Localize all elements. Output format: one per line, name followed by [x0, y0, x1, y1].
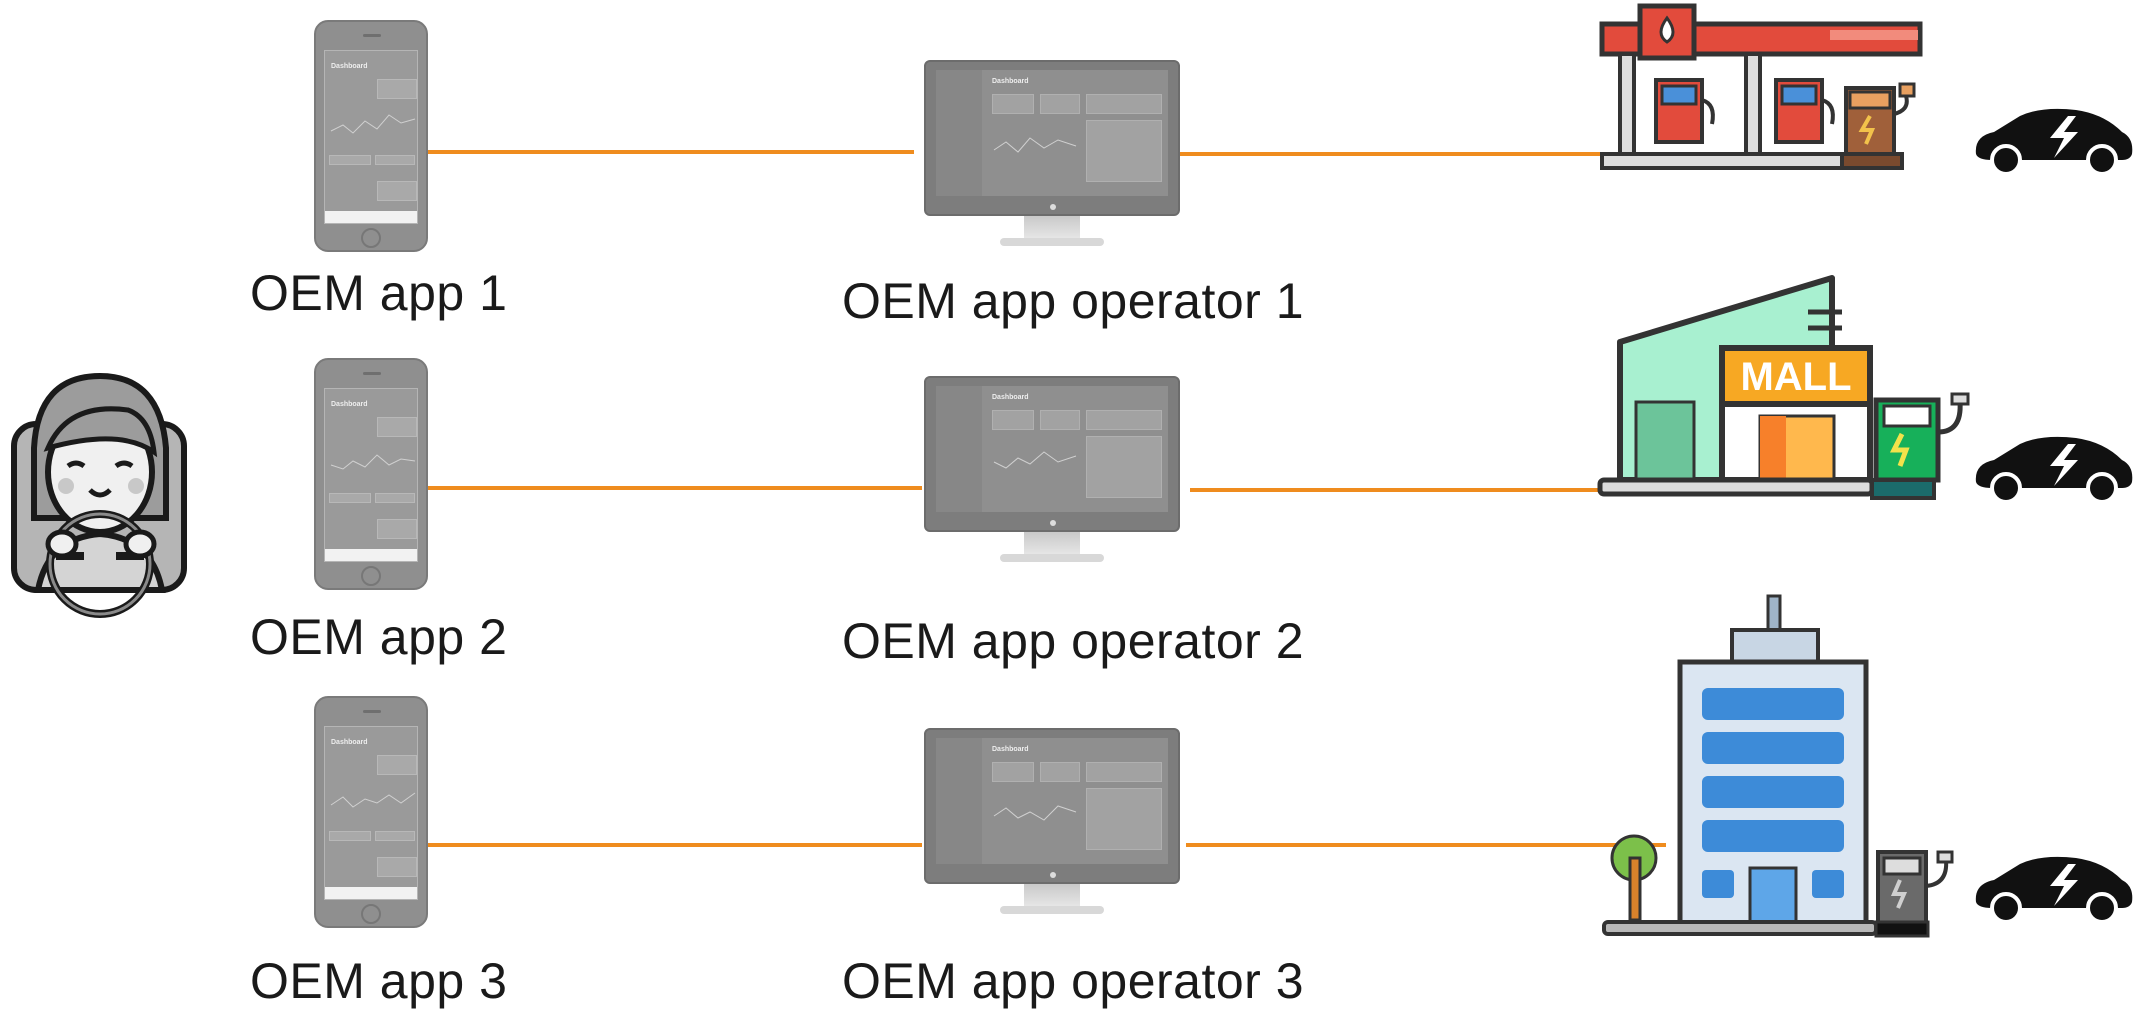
- phone-oem-app-1: Dashboard: [314, 20, 428, 252]
- monitor-screen-title: Dashboard: [992, 78, 1029, 85]
- connector-line-operator3-station3: [1186, 843, 1666, 847]
- phone-screen: Dashboard: [324, 50, 418, 224]
- phone-screen-title: Dashboard: [331, 401, 368, 408]
- monitor-frame: Dashboard: [924, 728, 1180, 884]
- electric-car-icon: [1975, 436, 2133, 504]
- connector-line-operator2-station2: [1190, 488, 1602, 492]
- phone-home-button: [361, 228, 381, 248]
- mall-sign: MALL: [1740, 355, 1851, 399]
- label-oem-app-operator-2: OEM app operator 2: [842, 613, 1305, 669]
- monitor-screen-title: Dashboard: [992, 746, 1029, 753]
- phone-speaker: [363, 710, 381, 713]
- electric-car-icon: [1975, 856, 2133, 924]
- monitor-oem-app-operator-3: Dashboard: [924, 728, 1180, 924]
- monitor-power-dot: [1050, 204, 1056, 210]
- phone-screen: Dashboard: [324, 726, 418, 900]
- monitor-screen: Dashboard: [936, 738, 1168, 864]
- connector-line-app2-operator2: [428, 486, 922, 490]
- monitor-stand: [1024, 216, 1080, 240]
- phone-home-button: [361, 566, 381, 586]
- phone-screen: Dashboard: [324, 388, 418, 562]
- monitor-power-dot: [1050, 872, 1056, 878]
- monitor-frame: Dashboard: [924, 376, 1180, 532]
- monitor-frame: Dashboard: [924, 60, 1180, 216]
- monitor-base: [1000, 238, 1104, 246]
- monitor-screen: Dashboard: [936, 70, 1168, 196]
- office-building-icon: [1602, 594, 1954, 938]
- driver-icon: [11, 372, 187, 618]
- phone-speaker: [363, 34, 381, 37]
- monitor-base: [1000, 906, 1104, 914]
- phone-speaker: [363, 372, 381, 375]
- phone-home-button: [361, 904, 381, 924]
- monitor-screen-title: Dashboard: [992, 394, 1029, 401]
- mall-icon: MALL: [1597, 275, 1970, 500]
- monitor-stand: [1024, 532, 1080, 556]
- label-oem-app-2: OEM app 2: [250, 609, 508, 665]
- monitor-stand: [1024, 884, 1080, 908]
- connector-line-app3-operator3: [428, 843, 922, 847]
- monitor-oem-app-operator-2: Dashboard: [924, 376, 1180, 572]
- connector-line-operator1-station1: [1178, 152, 1602, 156]
- phone-screen-title: Dashboard: [331, 63, 368, 70]
- connector-line-app1-operator1: [316, 150, 914, 154]
- monitor-base: [1000, 554, 1104, 562]
- phone-oem-app-3: Dashboard: [314, 696, 428, 928]
- monitor-screen: Dashboard: [936, 386, 1168, 512]
- phone-oem-app-2: Dashboard: [314, 358, 428, 590]
- label-oem-app-1: OEM app 1: [250, 265, 508, 321]
- electric-car-icon: [1975, 108, 2133, 176]
- label-oem-app-operator-3: OEM app operator 3: [842, 953, 1305, 1009]
- monitor-oem-app-operator-1: Dashboard: [924, 60, 1180, 256]
- monitor-power-dot: [1050, 520, 1056, 526]
- gas-station-icon: [1599, 3, 1923, 170]
- label-oem-app-3: OEM app 3: [250, 953, 508, 1009]
- label-oem-app-operator-1: OEM app operator 1: [842, 273, 1305, 329]
- phone-screen-title: Dashboard: [331, 739, 368, 746]
